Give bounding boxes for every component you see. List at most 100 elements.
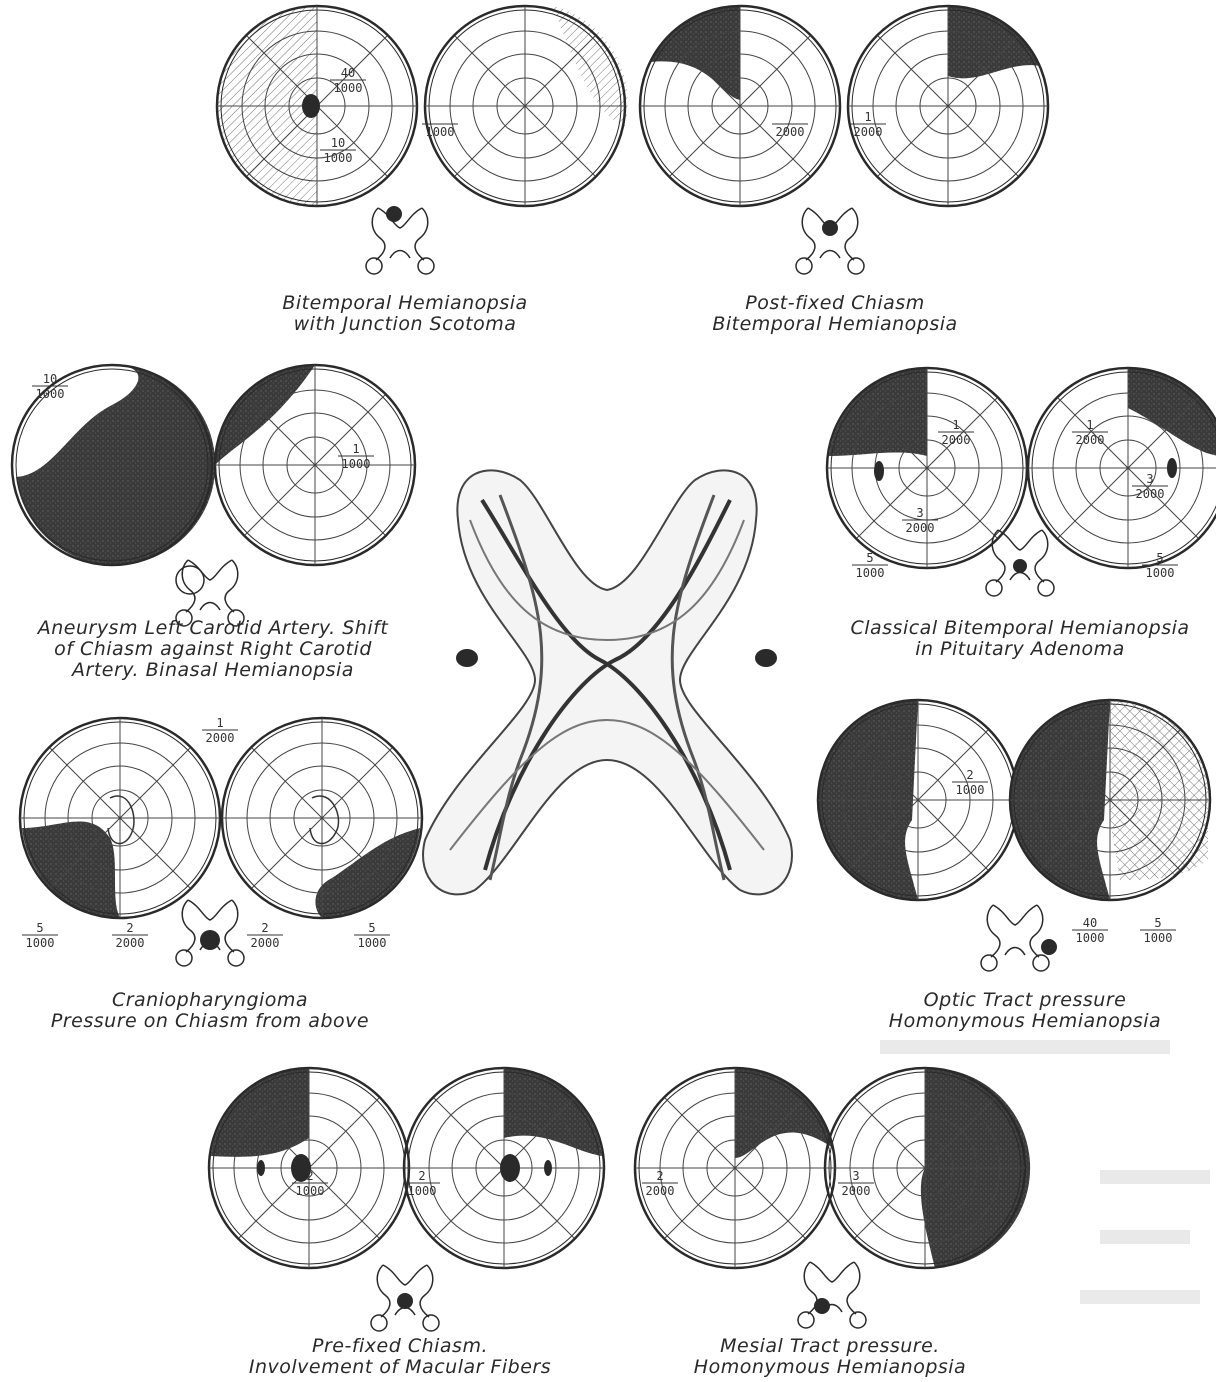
fraction-denominator: 1000 xyxy=(956,783,985,797)
fraction-numerator: 1 xyxy=(864,110,871,124)
fraction-denominator: 1000 xyxy=(426,125,455,139)
fraction-denominator: 1000 xyxy=(36,387,65,401)
fraction-numerator: 2 xyxy=(126,921,133,935)
caption-classical: Classical Bitemporal Hemianopsia in Pitu… xyxy=(825,618,1215,660)
fraction-numerator: 1 xyxy=(1086,418,1093,432)
caption-aneurysm: Aneurysm Left Carotid Artery. Shift of C… xyxy=(8,618,418,681)
fraction-numerator: 5 xyxy=(1156,551,1163,565)
chiasm-glyph xyxy=(371,1265,439,1331)
caption-line: Homonymous Hemianopsia xyxy=(860,1011,1190,1032)
fraction-denominator: 1000 xyxy=(324,151,353,165)
fraction-denominator: 2000 xyxy=(854,125,883,139)
diagram-postfixed xyxy=(640,6,1048,274)
field-right-eye xyxy=(848,6,1048,206)
fraction-numerator: 5 xyxy=(36,921,43,935)
fraction-denominator: 1000 xyxy=(1076,931,1105,945)
fraction-denominator: 2000 xyxy=(942,433,971,447)
caption-line: Classical Bitemporal Hemianopsia xyxy=(825,618,1215,639)
chiasm-illustration xyxy=(423,470,792,894)
fraction-denominator: 2000 xyxy=(646,1184,675,1198)
chiasm-glyph xyxy=(798,1262,866,1328)
chiasm-glyph xyxy=(176,900,244,966)
fraction-numerator: 1 xyxy=(216,716,223,730)
fraction-label: 101000 xyxy=(32,372,68,401)
fraction-numerator: 5 xyxy=(1154,916,1161,930)
fraction-denominator: 2000 xyxy=(206,731,235,745)
fraction-denominator: 1000 xyxy=(856,566,885,580)
caption-line: Homonymous Hemianopsia xyxy=(650,1357,1010,1378)
fraction-numerator: 2 xyxy=(306,1169,313,1183)
fraction-denominator: 1000 xyxy=(342,457,371,471)
field-right-eye xyxy=(1028,368,1216,568)
fraction-numerator: 40 xyxy=(341,66,355,80)
caption-line: in Pituitary Adenoma xyxy=(825,639,1215,660)
caption-line: Post-fixed Chiasm xyxy=(670,293,1000,314)
fraction-numerator: 2 xyxy=(261,921,268,935)
fraction-denominator: 2000 xyxy=(251,936,280,950)
caption-line: Bitemporal Hemianopsia xyxy=(670,314,1000,335)
diagram-mesial-tract xyxy=(635,1068,1030,1328)
fraction-denominator: 2000 xyxy=(776,125,805,139)
field-right-eye xyxy=(1010,700,1210,900)
fraction-label: 51000 xyxy=(1140,916,1176,945)
caption-mesial-tract: Mesial Tract pressure. Homonymous Hemian… xyxy=(650,1336,1010,1378)
caption-line: Craniopharyngioma xyxy=(10,990,410,1011)
caption-line: Artery. Binasal Hemianopsia xyxy=(8,660,418,681)
caption-line: Involvement of Macular Fibers xyxy=(200,1357,600,1378)
fraction-numerator: 2 xyxy=(966,768,973,782)
caption-line: with Junction Scotoma xyxy=(245,314,565,335)
field-left-eye xyxy=(209,1068,409,1268)
field-right-eye xyxy=(425,6,628,206)
caption-line: Aneurysm Left Carotid Artery. Shift xyxy=(8,618,418,639)
fraction-denominator: 1000 xyxy=(334,81,363,95)
fraction-denominator: 1000 xyxy=(358,936,387,950)
chiasm-glyph xyxy=(366,206,434,274)
fraction-label: 32000 xyxy=(838,1169,874,1198)
fraction-label: 1000 xyxy=(422,124,458,139)
caption-bitemporal-junction: Bitemporal Hemianopsia with Junction Sco… xyxy=(245,293,565,335)
fraction-denominator: 2000 xyxy=(842,1184,871,1198)
field-right-eye xyxy=(404,1068,604,1268)
field-right-eye xyxy=(215,365,415,565)
fraction-numerator: 3 xyxy=(852,1169,859,1183)
caption-postfixed: Post-fixed Chiasm Bitemporal Hemianopsia xyxy=(670,293,1000,335)
caption-line: Mesial Tract pressure. xyxy=(650,1336,1010,1357)
fraction-denominator: 2000 xyxy=(1136,487,1165,501)
field-left-eye xyxy=(640,6,840,206)
field-left-eye xyxy=(818,700,1018,900)
caption-line: Pressure on Chiasm from above xyxy=(10,1011,410,1032)
caption-line: of Chiasm against Right Carotid xyxy=(8,639,418,660)
chiasm-glyph xyxy=(796,208,864,274)
fraction-label: 32000 xyxy=(1132,472,1168,501)
fraction-label: 22000 xyxy=(247,921,283,950)
field-left-eye xyxy=(20,718,220,918)
fraction-label: 401000 xyxy=(1072,916,1108,945)
fraction-numerator: 5 xyxy=(368,921,375,935)
fraction-numerator: 10 xyxy=(43,372,57,386)
fraction-numerator: 1 xyxy=(352,442,359,456)
caption-line: Bitemporal Hemianopsia xyxy=(245,293,565,314)
field-left-eye xyxy=(827,368,1027,568)
fraction-label: 2000 xyxy=(772,124,808,139)
field-left-eye xyxy=(217,6,417,206)
diagram-aneurysm xyxy=(12,365,415,626)
diagram-prefixed xyxy=(209,1068,604,1331)
fraction-numerator: 1 xyxy=(952,418,959,432)
fraction-denominator: 2000 xyxy=(1076,433,1105,447)
fraction-numerator: 2 xyxy=(656,1169,663,1183)
fraction-numerator: 2 xyxy=(418,1169,425,1183)
field-right-eye xyxy=(825,1068,1030,1268)
fraction-numerator: 3 xyxy=(1146,472,1153,486)
